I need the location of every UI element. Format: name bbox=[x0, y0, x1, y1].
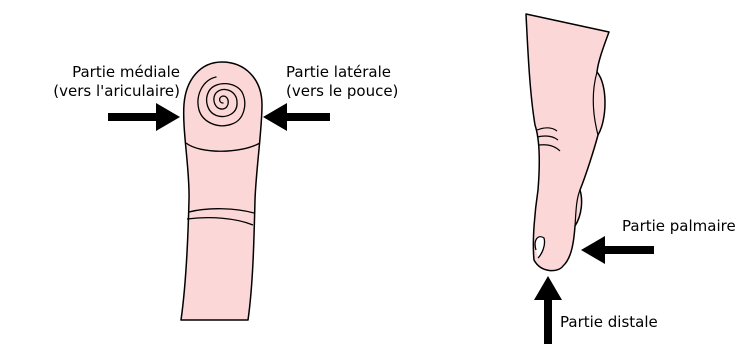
label-lateral-line1: Partie latérale bbox=[286, 63, 398, 82]
finger-front-view bbox=[181, 62, 262, 320]
finger-side-outline bbox=[526, 14, 609, 271]
label-medial-line1: Partie médiale bbox=[53, 63, 180, 82]
arrow-medial bbox=[108, 103, 180, 131]
label-medial: Partie médiale (vers l'ariculaire) bbox=[53, 63, 180, 101]
label-medial-line2: (vers l'ariculaire) bbox=[53, 82, 180, 101]
label-distal: Partie distale bbox=[560, 313, 658, 332]
finger-side-view bbox=[526, 14, 609, 271]
label-lateral: Partie latérale (vers le pouce) bbox=[286, 63, 398, 101]
arrow-lateral bbox=[263, 103, 330, 131]
label-palmar: Partie palmaire bbox=[622, 217, 736, 236]
finger-front-outline bbox=[181, 62, 262, 320]
arrow-palmar bbox=[581, 236, 654, 264]
arrow-distal bbox=[534, 276, 562, 344]
label-lateral-line2: (vers le pouce) bbox=[286, 82, 398, 101]
